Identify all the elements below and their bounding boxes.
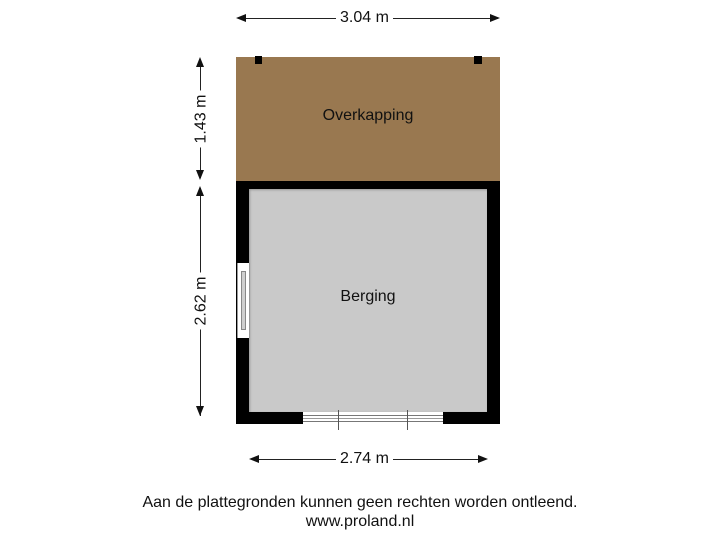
window-pane	[241, 271, 246, 330]
arrow-down-icon	[196, 170, 204, 180]
disclaimer-text: Aan de plattegronden kunnen geen rechten…	[142, 494, 578, 511]
website-text: www.proland.nl	[305, 513, 415, 530]
window-bottom	[303, 410, 443, 430]
room-overkapping: Overkapping	[236, 57, 500, 181]
arrow-left-icon	[236, 14, 246, 22]
window-frame-line	[303, 421, 443, 422]
window-mullion	[338, 410, 339, 430]
window-frame-line	[303, 415, 443, 416]
dimension-label: 1.43 m	[192, 90, 211, 148]
dimension-label: 3.04 m	[336, 9, 393, 27]
room-label: Berging	[340, 288, 396, 305]
arrow-up-icon	[196, 57, 204, 67]
window-left	[237, 263, 250, 338]
arrow-left-icon	[249, 455, 259, 463]
post-right	[474, 56, 482, 64]
dimension-label: 2.62 m	[192, 272, 211, 330]
arrow-right-icon	[478, 455, 488, 463]
arrow-right-icon	[490, 14, 500, 22]
arrow-up-icon	[196, 186, 204, 196]
post-left	[255, 56, 262, 64]
room-berging: Berging	[249, 189, 487, 412]
window-frame-line	[303, 418, 443, 419]
arrow-down-icon	[196, 406, 204, 416]
dimension-label: 2.74 m	[336, 450, 393, 468]
room-label: Overkapping	[322, 107, 414, 124]
window-mullion	[407, 410, 408, 430]
